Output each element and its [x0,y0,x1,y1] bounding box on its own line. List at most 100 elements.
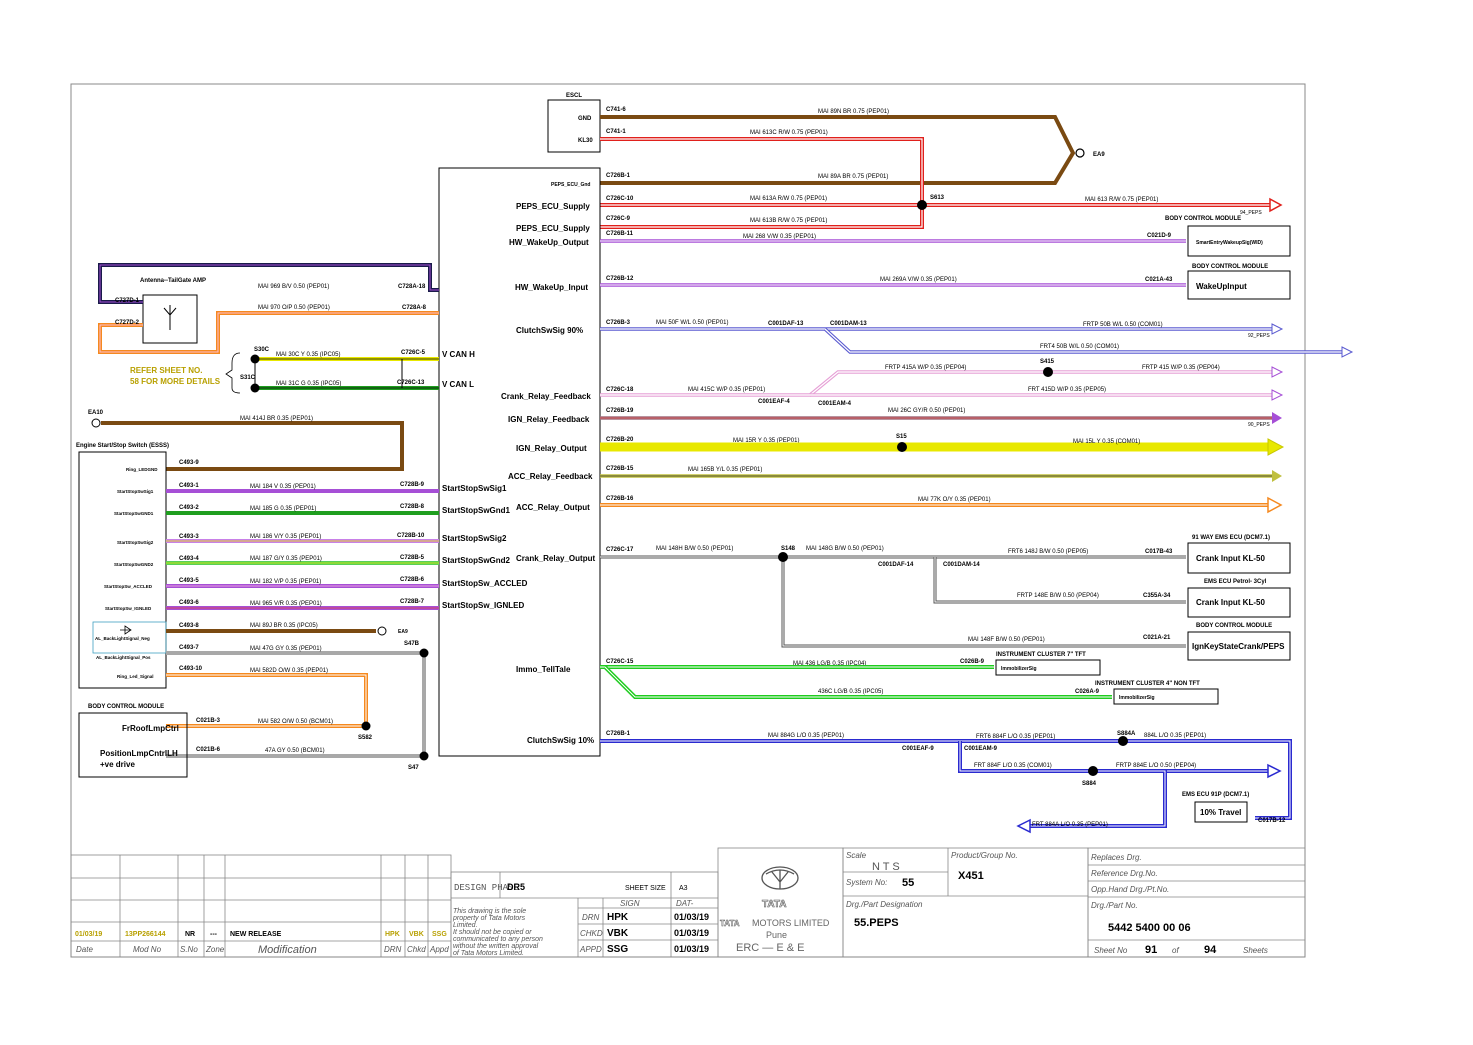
right-connector-labels: C726B-1 C726C-10 C726C-9 C726B-11 C726B-… [606,173,634,737]
h-modification: Modification [258,944,317,956]
notice-6: without the written approval [453,943,539,950]
splice-s47b [419,648,429,658]
pin-crank-relay-output: Crank_Relay_Output [516,554,595,563]
h-date: Date [76,945,93,954]
wire-r-8: MAI 15R Y 0.35 (PEP01) [733,438,799,444]
pin-ign-relay-feedback: IGN_Relay_Feedback [508,415,590,424]
c727d1-label: C727D-1 [115,298,140,304]
splice-s15 [897,442,907,452]
sheets-label: Sheets [1243,946,1268,955]
frroof-pin: FrRoofLmpCtrl [122,724,179,733]
h-mod: Mod No [133,945,162,954]
s148-label: S148 [781,546,796,552]
ems3-box [1194,801,1248,823]
esss-box [78,451,167,689]
esss-pin-0: Ring_LEDGND [126,467,158,472]
ems2-pin: Crank Input KL-50 [1196,598,1265,607]
conn-r-12: C726C-15 [606,659,634,665]
antenna-icon [163,305,177,330]
title-block [70,847,1306,958]
c493-5: C493-5 [179,578,199,584]
rev-desc: NEW RELEASE [230,931,282,938]
wire-r-12: MAI 436 LG/B 0.35 (IPC04) [793,661,866,667]
wire-r-4: MAI 269A V/W 0.35 (PEP01) [880,277,957,283]
page-ref-90-a: 90_PEPS [1248,422,1270,428]
conn-r-6: C726C-18 [606,387,634,393]
c728a18-label: C728A-18 [398,284,426,290]
sheet-no-label: Sheet No [1094,946,1128,955]
c026b9-label: C026B-9 [960,659,985,665]
backlight-led-box [92,621,167,654]
app-name: SSG [607,944,628,955]
pin-ss-gnd1: StartStopSwGnd1 [442,506,511,515]
bcm1-box [1187,225,1291,257]
w-l-7: MAI 47G GY 0.35 (PEP01) [250,646,322,652]
peps-right-pins: PEPS_ECU_Gnd PEPS_ECU_Supply PEPS_ECU_Su… [501,182,595,745]
antenna-title: Antenna--TailGate AMP [140,278,206,284]
s47-label: S47 [408,765,419,771]
left-bcm-box [78,712,188,778]
arrow-ign-out [1267,438,1285,456]
drn-name: HPK [607,912,629,923]
w884l-label: 884L L/O 0.35 (PEP01) [1144,733,1206,739]
antenna-box [142,294,198,344]
wire-r-0: MAI 89A BR 0.75 (PEP01) [818,174,888,180]
bcm3-box [1187,631,1291,661]
splice-s884a [1118,736,1128,746]
esss-pin-7: AL_BackLightSignal_Neg [95,636,150,641]
ems3-pin: 10% Travel [1200,808,1241,817]
arrow-92-a [1271,323,1284,335]
w436c-label: 436C LG/B 0.35 (IPC05) [818,689,883,695]
sheet-no-value: 91 [1145,944,1157,956]
ems1-box [1187,542,1291,574]
splice-s47 [419,751,429,761]
conn-r-9: C726B-15 [606,466,634,472]
pin-hw-wakeup-input: HW_WakeUp_Input [515,283,588,292]
peps-left-pins: V CAN H V CAN L StartStopSwSig1 StartSto… [442,350,528,610]
escl-conn-1: C741-6 [606,107,626,113]
frt884f-label: FRT 884F L/O 0.35 (COM01) [974,763,1052,769]
frt6-884f-label: FRT6 884F L/O 0.35 (PEP01) [976,734,1055,740]
ea9b-label: EA9 [398,629,408,635]
splice-s148 [778,552,788,562]
date-1: 01/03/19 [674,912,709,922]
rev-zone: --- [210,931,218,938]
h-sno: S.No [180,945,198,954]
chkd-label: CHKD [580,929,603,938]
c728a8-label: C728A-8 [402,305,427,311]
drn-label: DRN [582,913,600,922]
esss-title: Engine Start/Stop Switch (ESSS) [76,443,169,449]
pin-clutch-10: ClutchSwSig 10% [527,736,594,745]
pin-peps-gnd: PEPS_ECU_Gnd [551,182,590,188]
c726c13-label: C726C-13 [397,380,425,386]
pin-ss-sig1: StartStopSwSig1 [442,484,507,493]
pin-peps-supply-2: PEPS_ECU_Supply [516,224,590,233]
notice-7: of Tata Motors Limited. [453,950,524,957]
tata-logo-icon [761,866,799,890]
c021a21-label: C021A-21 [1143,635,1171,641]
s884a-label: S884A [1117,731,1136,737]
c493-9: C493-10 [179,666,203,672]
h-app: Appd [429,945,449,954]
arrow-ign-fb [1272,412,1282,424]
w-l-2: MAI 186 V/Y 0.35 (PEP01) [250,534,321,540]
conn-r-4: C726B-12 [606,276,634,282]
escl-gnd-pin: GND [578,116,592,122]
logo-small: TATA [720,919,740,928]
arrow-92-b [1341,346,1354,358]
w-l-3: MAI 187 G/Y 0.35 (PEP01) [250,556,322,562]
frtp884e-label: FRTP 884E L/O 0.50 (PEP04) [1116,763,1196,769]
frtp415-label: FRTP 415 W/P 0.35 (PEP04) [1142,365,1220,371]
arrow-92-d [1016,818,1031,834]
scale-label: Scale [846,851,867,860]
esss-pin-8: AL_BackLightSignal_Pos [96,655,151,660]
conn-r-13: C726B-1 [606,731,631,737]
reference-label: Reference Drg.No. [1091,869,1158,878]
conn-r-7: C726B-19 [606,408,634,414]
chk-name: VBK [607,928,629,939]
c493-7: C493-8 [179,623,199,629]
ic1-pin: ImmobilizerSig [1001,666,1037,672]
s613-label: S613 [930,195,945,201]
c021b6-label: C021B-6 [196,747,221,753]
pin-acc-relay-output: ACC_Relay_Output [516,503,590,512]
